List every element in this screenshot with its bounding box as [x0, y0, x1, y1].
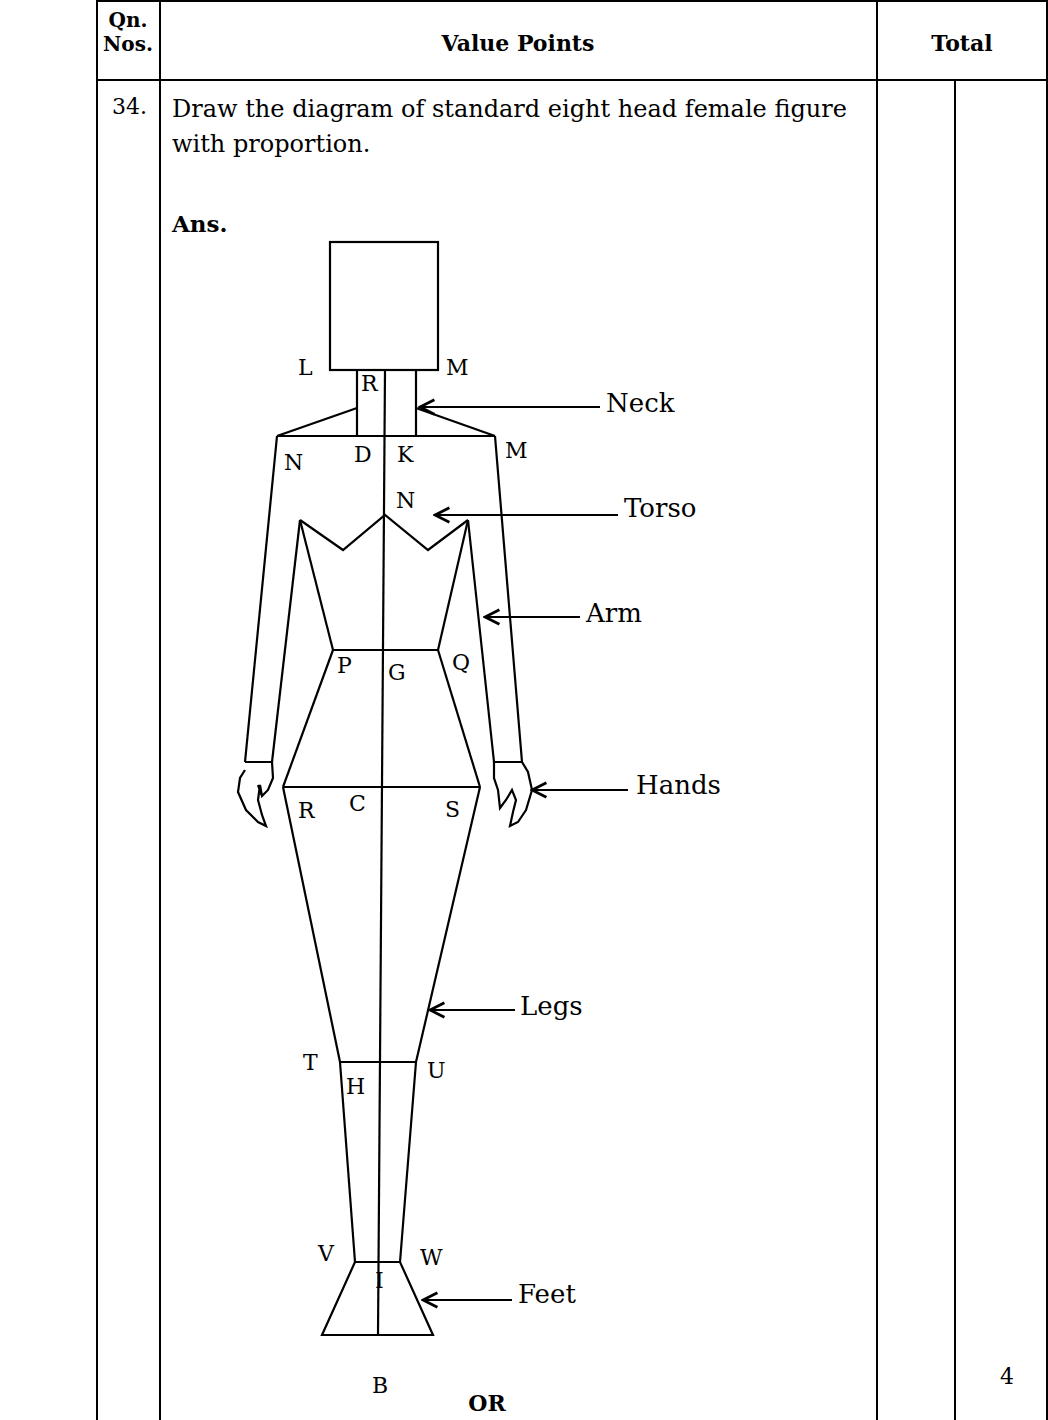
point-letter: R — [298, 798, 315, 824]
point-letter: M — [446, 355, 469, 381]
point-letter: R — [361, 371, 378, 397]
part-name: Neck — [606, 388, 674, 419]
point-letter: S — [445, 797, 460, 823]
header-cell: Qn. Nos. — [98, 8, 158, 56]
point-letter: L — [298, 355, 313, 381]
part-name: Hands — [636, 770, 721, 801]
point-letter: C — [349, 791, 366, 817]
point-letter: K — [397, 442, 413, 468]
header-cell: Value Points — [442, 30, 595, 56]
point-letter: P — [337, 653, 352, 679]
point-letter: H — [346, 1074, 365, 1100]
point-letter: M — [505, 438, 528, 464]
point-letter: T — [303, 1050, 318, 1076]
question-number: 34. — [112, 94, 147, 120]
point-letter: I — [375, 1268, 384, 1294]
separator-word: OR — [468, 1390, 505, 1416]
croquis-figure — [238, 242, 532, 1335]
answer-heading: Ans. — [172, 210, 228, 238]
point-letter: N — [284, 450, 303, 476]
question-text: Draw the diagram of standard eight head … — [172, 92, 867, 162]
point-letter: G — [388, 660, 406, 686]
part-name: Torso — [624, 493, 696, 524]
leader-arrows — [420, 407, 628, 1300]
table-grid — [97, 0, 1048, 1420]
part-name: Legs — [520, 991, 583, 1022]
point-letter: N — [396, 488, 415, 514]
point-letter: V — [318, 1241, 334, 1267]
header-cell: Total — [931, 30, 992, 56]
marks: 4 — [1000, 1364, 1014, 1390]
point-letter: U — [427, 1058, 446, 1084]
point-letter: Q — [452, 650, 470, 676]
point-letter: D — [354, 442, 372, 468]
part-name: Arm — [586, 598, 642, 629]
part-name: Feet — [518, 1279, 576, 1310]
point-letter: W — [420, 1245, 443, 1271]
point-letter: B — [372, 1373, 388, 1399]
